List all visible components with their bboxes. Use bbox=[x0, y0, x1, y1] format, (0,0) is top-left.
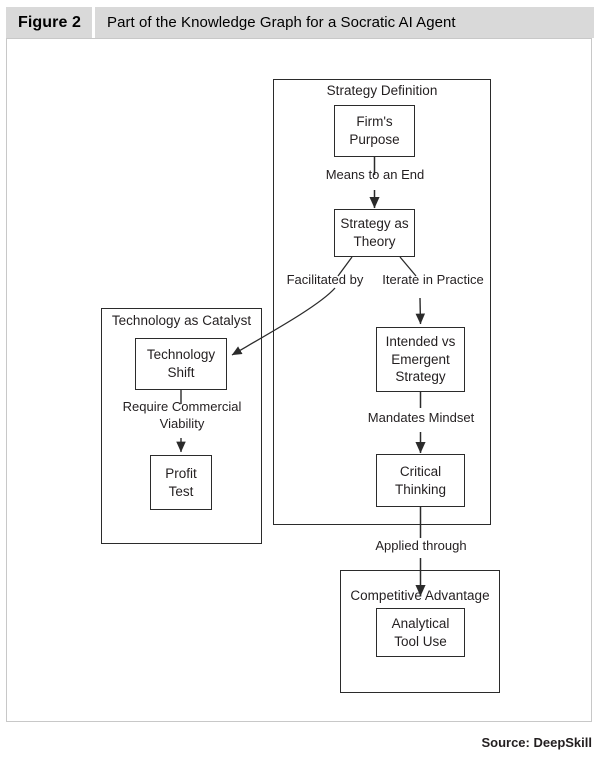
source-note: Source: DeepSkill bbox=[481, 735, 592, 750]
node-strategy-as-theory[interactable]: Strategy as Theory bbox=[334, 209, 415, 257]
node-technology-shift[interactable]: Technology Shift bbox=[135, 338, 227, 390]
group-label-strategy-definition: Strategy Definition bbox=[326, 83, 438, 98]
node-critical-thinking[interactable]: Critical Thinking bbox=[376, 454, 465, 507]
edge-label-mandates-mindset: Mandates Mindset bbox=[367, 410, 475, 425]
edge-label-iterate-in-practice: Iterate in Practice bbox=[382, 272, 484, 287]
node-profit-test[interactable]: Profit Test bbox=[150, 455, 212, 510]
node-firms-purpose[interactable]: Firm's Purpose bbox=[334, 105, 415, 157]
node-intended-vs-emergent-strategy[interactable]: Intended vs Emergent Strategy bbox=[376, 327, 465, 392]
group-technology-as-catalyst bbox=[101, 308, 262, 544]
header-divider bbox=[92, 7, 96, 38]
group-label-competitive-advantage: Competitive Advantage bbox=[350, 588, 490, 603]
edge-label-means-to-an-end: Means to an End bbox=[325, 167, 425, 182]
group-label-technology-as-catalyst: Technology as Catalyst bbox=[111, 313, 252, 328]
edge-label-applied-through: Applied through bbox=[375, 538, 467, 553]
node-analytical-tool-use[interactable]: Analytical Tool Use bbox=[376, 608, 465, 657]
figure-canvas bbox=[6, 38, 592, 722]
edge-label-facilitated-by: Facilitated by bbox=[286, 272, 364, 287]
figure-header-bar: Figure 2 Part of the Knowledge Graph for… bbox=[6, 7, 594, 38]
edge-label-require-commercial-viability: Require Commercial Viability bbox=[122, 399, 242, 431]
figure-number-label: Figure 2 bbox=[18, 13, 82, 31]
figure-title: Part of the Knowledge Graph for a Socrat… bbox=[107, 14, 456, 31]
